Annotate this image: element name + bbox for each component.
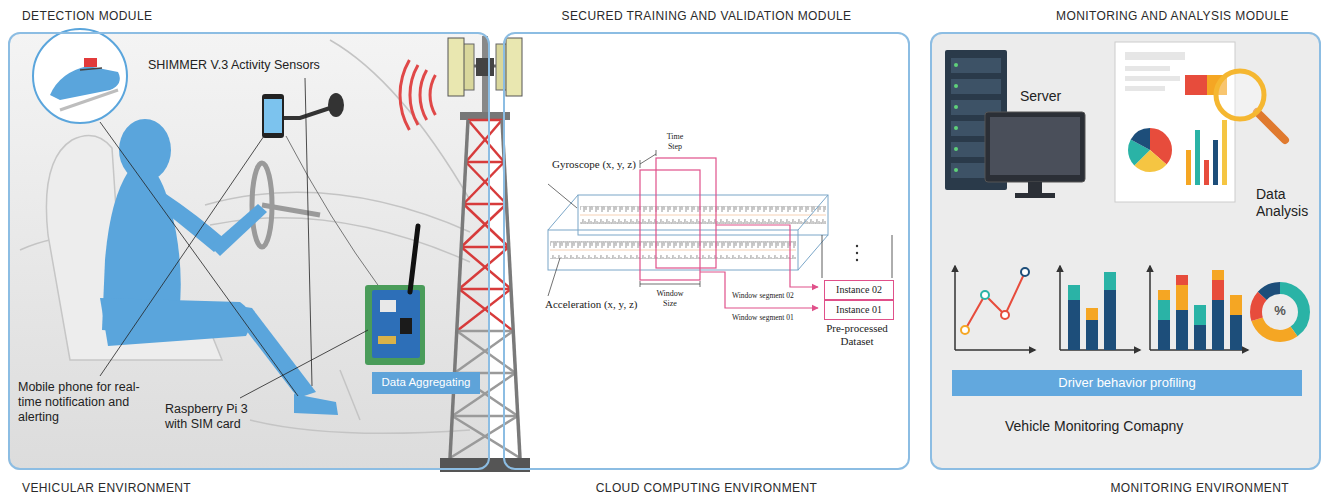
environment-label: MONITORING ENVIRONMENT bbox=[932, 481, 1319, 495]
panel-ground bbox=[930, 32, 1321, 470]
steering-wheel bbox=[252, 163, 320, 247]
module-heading: DETECTION MODULE bbox=[10, 9, 488, 23]
sensor-inset bbox=[33, 29, 127, 123]
report-icon bbox=[1115, 42, 1285, 202]
instance-box: Instance 02 bbox=[824, 280, 894, 300]
instance-box: Instance 01 bbox=[824, 300, 894, 320]
aggregation-box: Data Aggregating bbox=[372, 372, 480, 394]
chart-icons bbox=[955, 266, 1304, 350]
module-panel: MONITORING AND ANALYSIS MODULEMONITORING… bbox=[930, 32, 1321, 470]
server-label: Server bbox=[1020, 88, 1090, 105]
window-label: Window Size bbox=[650, 289, 690, 308]
environment-label: CLOUD COMPUTING ENVIRONMENT bbox=[505, 481, 908, 495]
environment-label: VEHICULAR ENVIRONMENT bbox=[10, 481, 488, 495]
radio-waves bbox=[400, 60, 435, 130]
panel-ground bbox=[503, 32, 910, 470]
company-label: Vehicle Monitoring Comapny bbox=[1005, 418, 1265, 435]
segment-label: Window segment 01 bbox=[732, 313, 812, 322]
server-icon bbox=[945, 50, 1085, 198]
signal-label: Acceleration (x, y, z) bbox=[545, 298, 665, 311]
analysis-label: Data Analysis bbox=[1256, 186, 1318, 220]
module-heading: MONITORING AND ANALYSIS MODULE bbox=[932, 9, 1319, 23]
cell-tower bbox=[440, 36, 530, 472]
driver-figure bbox=[100, 119, 338, 415]
phone-label: Mobile phone for real-time notification … bbox=[18, 380, 158, 425]
box-text: Instance 01 bbox=[836, 304, 882, 316]
profiling-band: Driver behavior profiling bbox=[952, 370, 1302, 396]
module-heading: SECURED TRAINING AND VALIDATION MODULE bbox=[505, 9, 908, 23]
leader-lines bbox=[100, 78, 368, 398]
box-text: Instance 02 bbox=[836, 284, 882, 296]
percent-sign: % bbox=[1266, 303, 1294, 319]
device-label: Raspberry Pi 3 with SIM card bbox=[165, 402, 265, 432]
phone-holder bbox=[262, 93, 344, 138]
sensor-label: SHIMMER V.3 Activity Sensors bbox=[148, 58, 338, 73]
box-text: Driver behavior profiling bbox=[1058, 376, 1195, 391]
dataset-label: Pre-processed Dataset bbox=[812, 322, 902, 348]
panel-grounds bbox=[8, 32, 1321, 470]
sensor-signal-window bbox=[548, 150, 892, 308]
segment-label: Window segment 02 bbox=[732, 291, 812, 300]
step-label: Time Step bbox=[660, 132, 690, 151]
signal-label: Gyroscope (x, y, z) bbox=[552, 158, 642, 171]
module-panel: SECURED TRAINING AND VALIDATION MODULECL… bbox=[503, 32, 910, 470]
box-text: Data Aggregating bbox=[382, 376, 471, 389]
